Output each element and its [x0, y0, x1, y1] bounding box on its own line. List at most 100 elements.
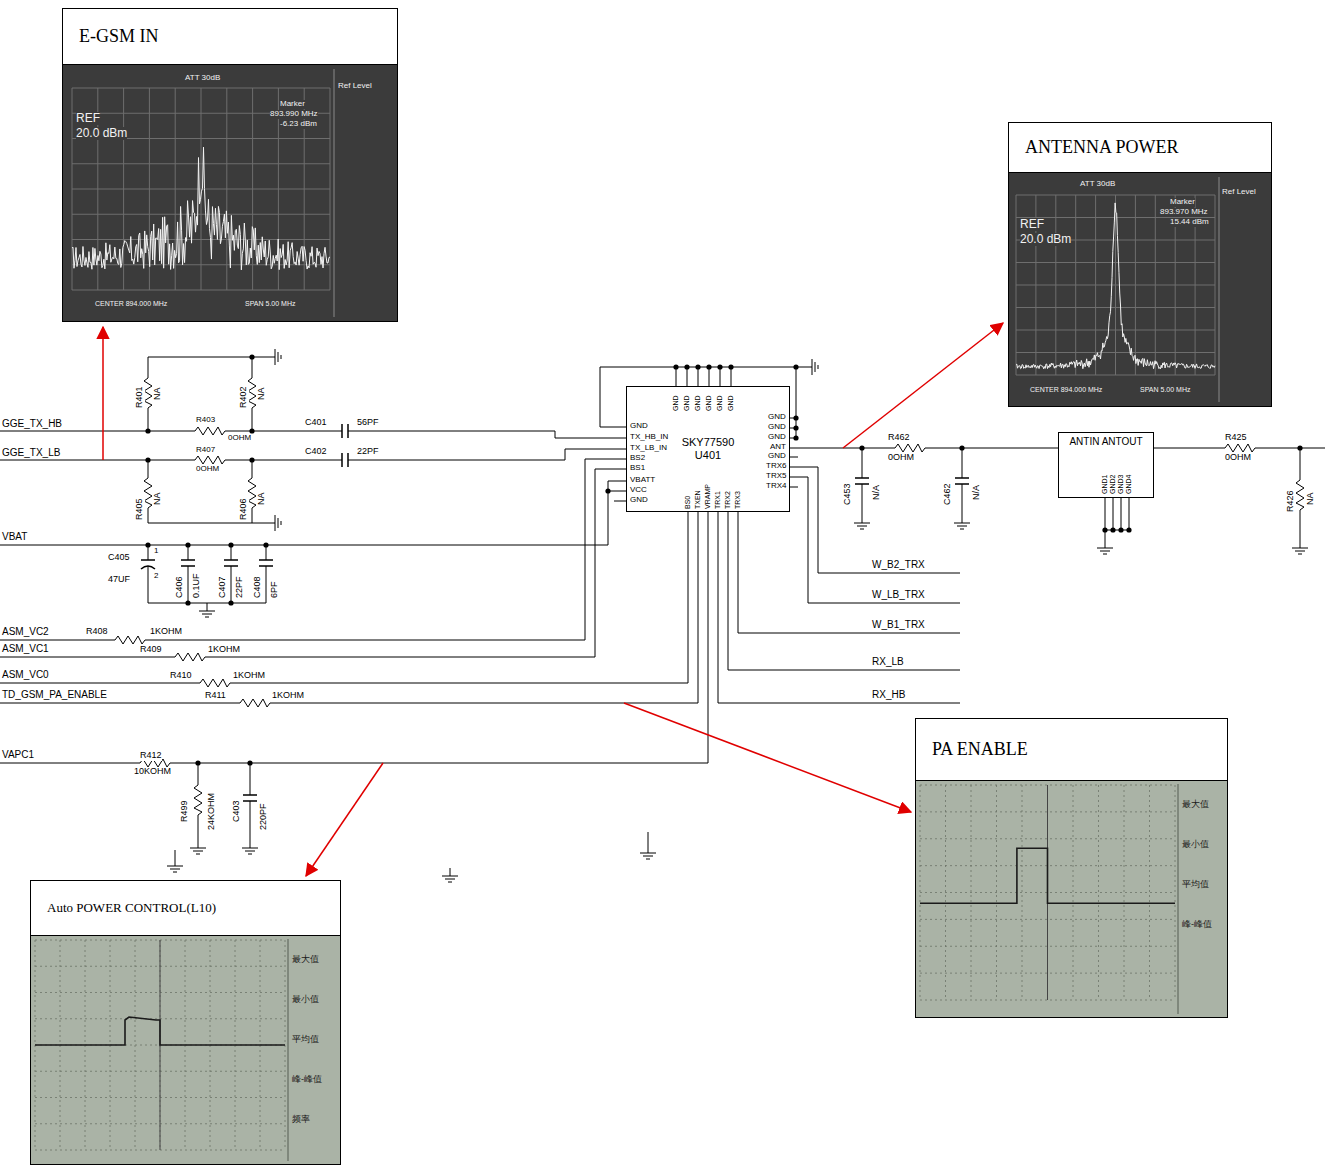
pin-name: GND — [705, 395, 713, 411]
ground-symbol — [954, 523, 970, 524]
screen-reading: 20.0 dBm — [76, 127, 127, 140]
resistor-symbol — [1296, 480, 1304, 510]
wire — [790, 457, 798, 458]
pin-name: GND3 — [1117, 475, 1125, 494]
capacitor-symbol — [955, 477, 969, 479]
screen-divider — [334, 69, 335, 317]
callout-box: ANTENNA POWER — [1008, 122, 1272, 407]
part-label: R499 — [180, 800, 190, 822]
ground-symbol — [1100, 551, 1110, 552]
screen-grid — [1016, 352, 1215, 353]
resistor-symbol — [248, 478, 256, 508]
wire — [1113, 498, 1114, 530]
wire — [1121, 498, 1122, 530]
resistor-symbol — [144, 378, 152, 408]
pin-name: TX_LB_IN — [630, 444, 667, 453]
pin-name: GND — [716, 395, 724, 411]
screen-reading: 最小值 — [1182, 840, 1209, 850]
screen-grid — [72, 214, 330, 215]
wire — [0, 512, 708, 763]
pin-name: GND — [683, 395, 691, 411]
wire — [266, 545, 267, 560]
screen-grid — [1016, 262, 1215, 263]
part-label: R402 — [239, 386, 249, 408]
wire — [709, 367, 710, 386]
pin-name: TXEN — [694, 490, 702, 509]
pin-name: GND — [768, 433, 786, 442]
spectrum-trace — [72, 147, 330, 270]
net-label: GGE_TX_LB — [2, 447, 60, 458]
wire — [0, 431, 626, 438]
pin-name: VCC — [630, 486, 647, 495]
part-label: 2 — [154, 572, 158, 581]
wire — [862, 484, 863, 515]
wire — [718, 512, 960, 703]
pin-name: GND4 — [1125, 475, 1133, 494]
ground-symbol — [193, 851, 203, 852]
ground-symbol — [643, 856, 653, 857]
junction-dot — [793, 415, 798, 420]
pin-name: BS1 — [630, 464, 645, 473]
ground-symbol — [646, 859, 650, 860]
screen-grid — [72, 290, 330, 291]
net-label: ASM_VC2 — [2, 626, 49, 637]
ground-symbol — [1295, 551, 1305, 552]
part-label: R403 — [196, 416, 215, 425]
part-label: R408 — [86, 627, 108, 637]
screen-reading: 平均值 — [292, 1035, 319, 1045]
capacitor-symbol — [224, 559, 238, 561]
scope-trace — [920, 848, 1175, 903]
ground-symbol — [173, 872, 177, 873]
screen-reading: 最小值 — [292, 995, 319, 1005]
wire-gap — [342, 452, 348, 468]
screen-reading: 15.44 dBm — [1170, 218, 1209, 227]
screen-reading: 频率 — [292, 1115, 310, 1125]
pin-name: TRX2 — [724, 491, 732, 509]
screen-reading: 893.990 MHz — [270, 110, 318, 119]
part-label: R409 — [140, 645, 162, 655]
ground-symbol — [812, 359, 813, 375]
ground-symbol — [854, 523, 870, 524]
ground-symbol — [445, 879, 455, 880]
screen-reading: 最大值 — [292, 955, 319, 965]
wire — [728, 512, 960, 670]
ground-symbol — [442, 876, 458, 877]
pin-name: GND — [768, 413, 786, 422]
ground-symbol — [199, 611, 215, 612]
pin-name: TRX4 — [766, 482, 786, 491]
resistor-symbol — [144, 478, 152, 508]
junction-dot — [249, 428, 254, 433]
wire — [698, 367, 699, 386]
resistor-symbol — [240, 699, 270, 707]
ground-symbol — [175, 858, 176, 866]
part-label: 10KOHM — [134, 767, 171, 777]
screen-reading: REF — [1020, 218, 1044, 231]
resistor-symbol — [115, 636, 145, 644]
box-body: ANTIN ANTOUT — [1059, 433, 1153, 451]
ground-symbol — [250, 840, 251, 848]
part-label: C453 — [843, 483, 853, 505]
screen-reading: Ref Level — [1222, 188, 1256, 197]
net-label: RX_LB — [872, 656, 904, 667]
wire — [1129, 498, 1130, 530]
screen-grid — [1098, 785, 1099, 1000]
callout-title: E-GSM IN — [79, 26, 159, 47]
resistor-symbol — [195, 427, 225, 435]
wire-gap — [175, 651, 205, 663]
screen-reading: ATT 30dB — [185, 74, 220, 83]
wire — [687, 367, 688, 386]
screen-grid — [1016, 307, 1215, 308]
leader-arrow — [624, 703, 911, 812]
part-label: 24KOHM — [207, 793, 217, 830]
ground-symbol — [281, 521, 282, 525]
ground-symbol — [1105, 540, 1106, 548]
wire — [962, 448, 963, 478]
ground-symbol — [860, 529, 864, 530]
screen-grid — [1175, 785, 1176, 1000]
component-name: U401 — [695, 449, 721, 462]
part-label: C408 — [253, 576, 263, 598]
part-label: 1KOHM — [272, 691, 304, 701]
spectrum-trace — [1016, 203, 1215, 369]
part-label: NA — [153, 492, 163, 505]
